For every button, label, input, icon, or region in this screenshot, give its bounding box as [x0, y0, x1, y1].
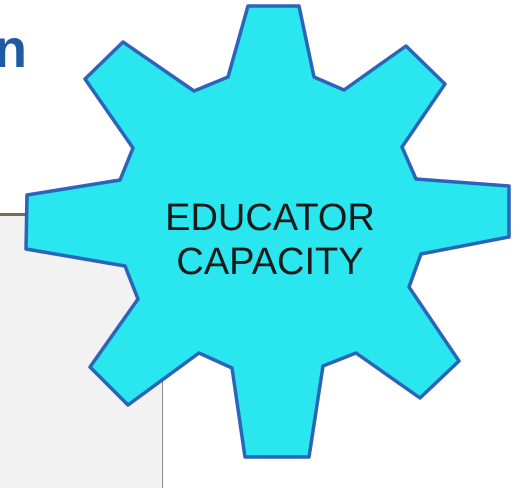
gear-label-line-2: CAPACITY — [176, 241, 364, 283]
slide-title-fragment: n — [0, 19, 27, 79]
gear-label: EDUCATOR CAPACITY — [120, 196, 420, 284]
gear-label-line-1: EDUCATOR — [165, 197, 375, 239]
gear-outline — [24, 4, 511, 459]
